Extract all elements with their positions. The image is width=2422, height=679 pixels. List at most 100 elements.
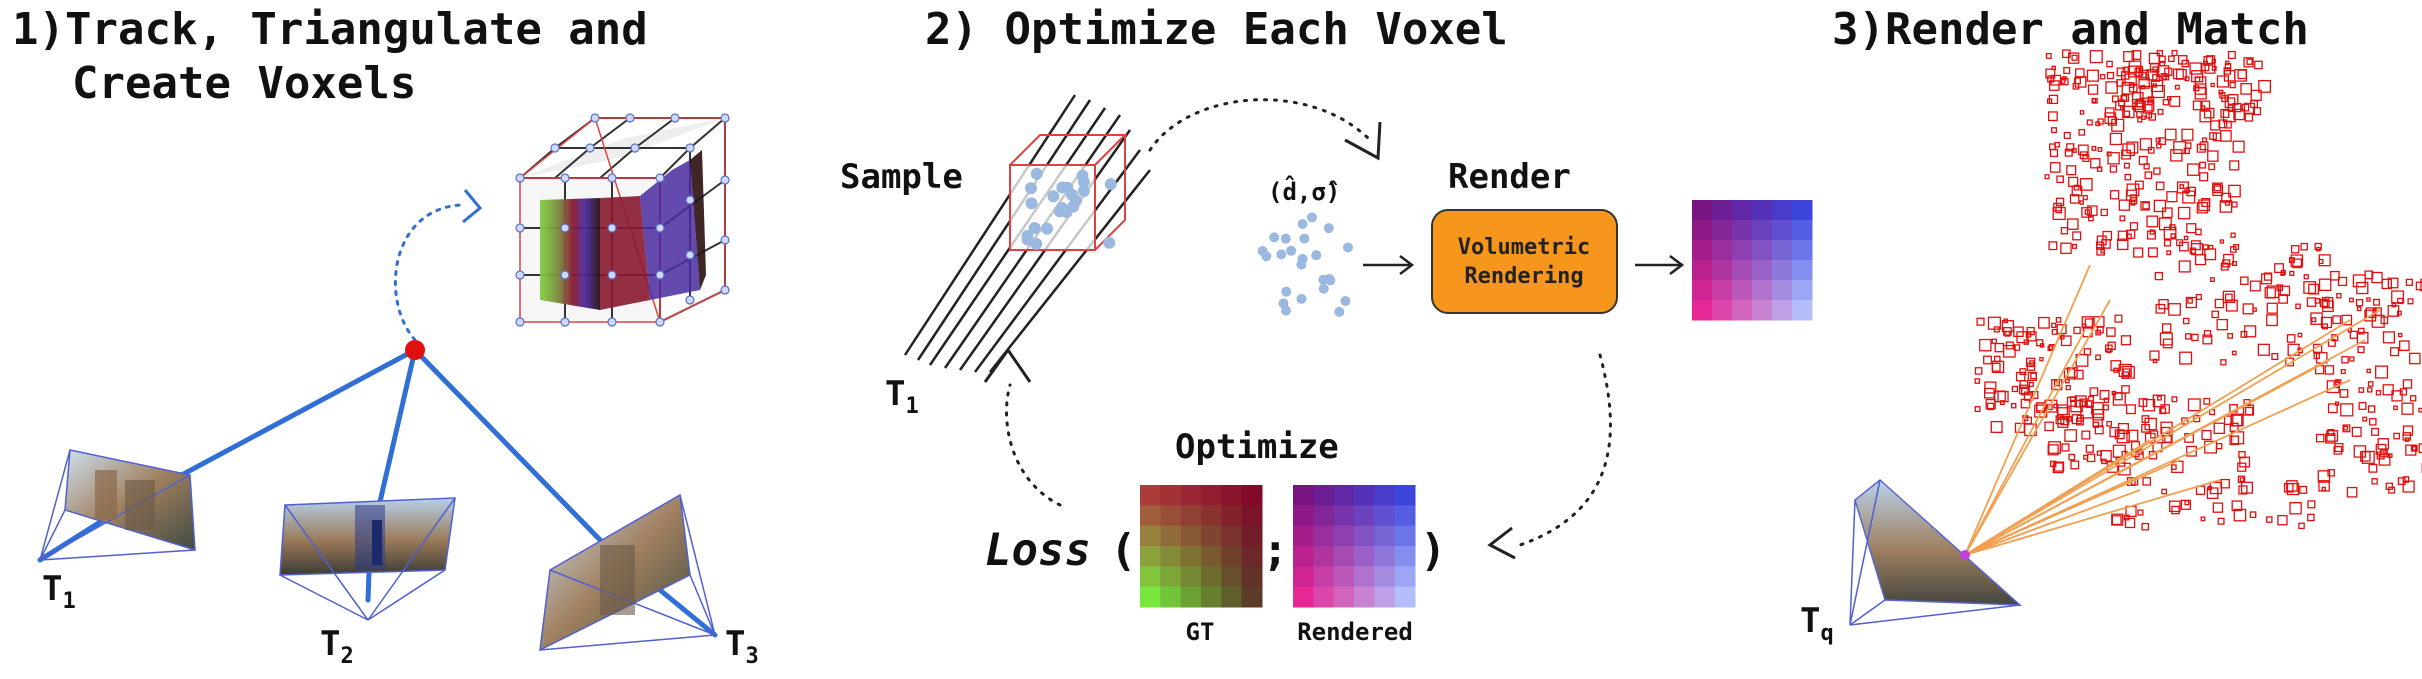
point-marker	[2213, 183, 2222, 192]
gt-patch-cell	[1241, 525, 1263, 547]
point-marker	[2214, 298, 2225, 309]
point-marker	[2137, 117, 2143, 123]
point-marker	[2306, 297, 2317, 307]
point-marker	[2109, 132, 2123, 146]
output-patch-cell	[1712, 200, 1733, 221]
point-marker	[2114, 429, 2125, 440]
point-marker	[2081, 323, 2087, 329]
point-marker	[1990, 420, 2003, 433]
gt-patch-cell	[1160, 586, 1182, 608]
point-marker	[2102, 404, 2109, 411]
point-marker	[2193, 85, 2200, 92]
gt-patch-cell	[1201, 566, 1222, 588]
point-marker	[2401, 402, 2414, 415]
point-marker	[2310, 312, 2323, 325]
point-marker	[2162, 207, 2173, 219]
point-marker	[2087, 84, 2099, 95]
point-marker	[2072, 243, 2078, 249]
point-marker	[2074, 76, 2087, 88]
point-marker	[2249, 511, 2257, 519]
point-marker	[2060, 335, 2072, 347]
point-marker	[2075, 68, 2085, 78]
rendered-patch-cell	[1293, 505, 1314, 527]
point-marker	[2030, 372, 2037, 380]
point-marker	[2124, 517, 2136, 529]
gt-patch-cell	[1140, 525, 1161, 547]
point-marker	[2060, 227, 2069, 235]
param-dot	[1269, 232, 1280, 243]
point-marker	[2201, 137, 2207, 143]
point-marker	[2279, 285, 2291, 297]
point-marker	[2300, 242, 2308, 251]
point-marker	[2321, 486, 2326, 492]
param-dot	[1340, 296, 1351, 307]
point-marker	[2055, 197, 2065, 207]
point-marker	[2137, 509, 2144, 516]
point-marker	[2307, 500, 2316, 509]
output-patch-cell	[1712, 240, 1733, 261]
point-marker	[2079, 151, 2088, 160]
param-dot	[1311, 250, 1322, 261]
point-marker	[2194, 76, 2207, 89]
point-marker	[2334, 401, 2340, 406]
point-marker	[2106, 420, 2112, 427]
point-marker	[1985, 398, 1996, 410]
camera-2-label: T2	[320, 624, 354, 669]
point-marker	[2103, 397, 2110, 404]
point-marker	[2195, 293, 2202, 301]
point-marker	[2246, 58, 2253, 65]
point-marker	[2171, 396, 2178, 403]
point-marker	[2048, 94, 2059, 105]
point-marker	[1984, 381, 1997, 394]
cube-node	[585, 143, 595, 153]
point-marker	[2314, 298, 2321, 304]
point-marker	[2147, 146, 2155, 154]
point-marker	[2385, 482, 2393, 490]
point-marker	[2166, 191, 2178, 203]
cube-node	[720, 113, 730, 123]
gt-patch-cell	[1241, 505, 1263, 527]
point-marker	[2393, 405, 2398, 411]
point-marker	[2100, 249, 2105, 254]
point-marker	[2127, 65, 2140, 78]
output-patch-cell	[1732, 240, 1753, 261]
point-marker	[2244, 113, 2254, 122]
point-marker	[2162, 98, 2170, 106]
point-marker	[2290, 245, 2300, 254]
point-marker	[1986, 402, 1995, 411]
point-marker	[2388, 486, 2396, 494]
point-marker	[2381, 278, 2393, 290]
point-marker	[2112, 392, 2126, 406]
output-patch-cell	[1752, 200, 1773, 221]
cube-node	[625, 113, 635, 123]
point-marker	[2411, 445, 2417, 451]
point-marker	[2106, 348, 2112, 354]
point-marker	[2003, 318, 2009, 324]
point-marker	[2087, 205, 2098, 216]
point-marker	[2222, 109, 2236, 123]
gt-patch-cell	[1221, 485, 1243, 506]
gt-patch-cell	[1221, 525, 1243, 547]
point-marker	[2048, 241, 2058, 251]
cube-node	[720, 285, 730, 295]
point-marker	[2220, 478, 2230, 489]
point-marker	[2078, 128, 2086, 136]
panel1-title-line1: 1)Track, Triangulate and	[12, 4, 648, 55]
point-marker	[2240, 330, 2248, 338]
panel-3: 3)Render and Match Tq	[1800, 4, 2422, 646]
point-marker	[2249, 280, 2261, 292]
point-marker	[2132, 98, 2144, 110]
cube-node	[720, 175, 730, 185]
param-dot	[1297, 253, 1308, 264]
point-marker	[2308, 283, 2320, 295]
point-marker	[2341, 355, 2349, 364]
point-marker	[2201, 429, 2212, 441]
point-marker	[2163, 239, 2172, 247]
point-marker	[2229, 422, 2239, 432]
cube-node	[560, 173, 570, 183]
point-marker	[2051, 328, 2058, 335]
point-marker	[2358, 387, 2365, 393]
rendered-patch-cell	[1374, 586, 1396, 608]
point-marker	[2028, 381, 2034, 388]
